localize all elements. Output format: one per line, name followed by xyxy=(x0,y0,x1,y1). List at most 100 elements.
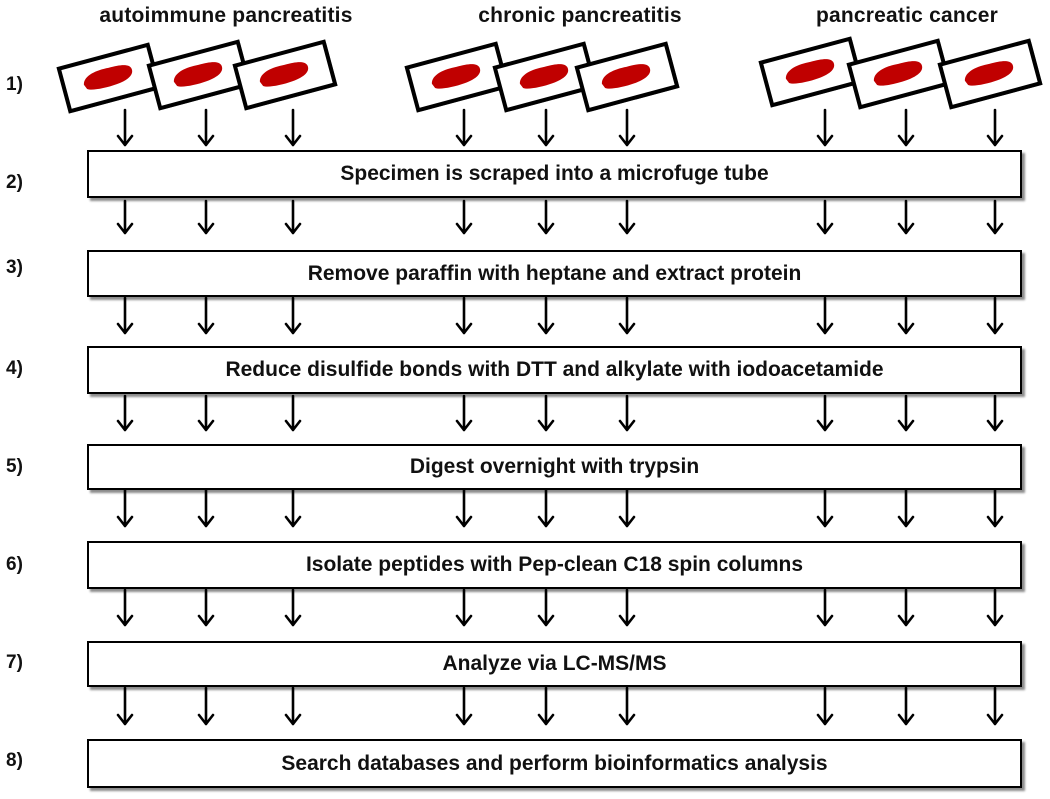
down-arrow-row6-col6 xyxy=(618,588,636,627)
down-arrow-row5-col7 xyxy=(816,488,834,528)
down-arrow-row7-col9 xyxy=(986,686,1004,726)
step-box-8: Search databases and perform bioinformat… xyxy=(87,739,1022,788)
slide-2 xyxy=(146,39,252,111)
down-arrow-row1-col5 xyxy=(537,108,555,147)
down-arrow-row6-col9 xyxy=(986,588,1004,627)
down-arrow-row3-col9 xyxy=(986,296,1004,335)
tissue-sample xyxy=(431,64,481,89)
down-arrow-row7-col1 xyxy=(116,686,134,726)
down-arrow-row5-col6 xyxy=(618,488,636,528)
slide-6 xyxy=(574,41,680,113)
down-arrow-row2-col3 xyxy=(284,199,302,235)
down-arrow-row3-col6 xyxy=(618,296,636,335)
down-arrow-row7-col2 xyxy=(197,686,215,726)
down-arrow-row6-col3 xyxy=(284,588,302,627)
down-arrow-row2-col9 xyxy=(986,199,1004,235)
down-arrow-row2-col6 xyxy=(618,199,636,235)
step-number-4: 4) xyxy=(6,358,23,379)
slide-7 xyxy=(758,36,864,108)
down-arrow-row4-col2 xyxy=(197,394,215,432)
tissue-sample xyxy=(259,62,309,87)
group-label-chronic: chronic pancreatitis xyxy=(478,4,682,27)
down-arrow-row1-col3 xyxy=(284,108,302,147)
down-arrow-row3-col1 xyxy=(116,296,134,335)
down-arrow-row4-col9 xyxy=(986,394,1004,432)
tissue-sample xyxy=(785,59,835,84)
tissue-sample xyxy=(173,62,223,87)
down-arrow-row1-col6 xyxy=(618,108,636,147)
down-arrow-row7-col4 xyxy=(455,686,473,726)
down-arrow-row6-col8 xyxy=(897,588,915,627)
down-arrow-row3-col3 xyxy=(284,296,302,335)
down-arrow-row4-col5 xyxy=(537,394,555,432)
down-arrow-row5-col9 xyxy=(986,488,1004,528)
down-arrow-row2-col4 xyxy=(455,199,473,235)
down-arrow-row3-col4 xyxy=(455,296,473,335)
group-label-cancer: pancreatic cancer xyxy=(815,4,999,27)
down-arrow-row1-col8 xyxy=(897,108,915,147)
tissue-sample xyxy=(873,61,923,86)
down-arrow-row4-col3 xyxy=(284,394,302,432)
down-arrow-row2-col1 xyxy=(116,199,134,235)
step-number-3: 3) xyxy=(6,257,23,278)
down-arrow-row6-col4 xyxy=(455,588,473,627)
down-arrow-row7-col8 xyxy=(897,686,915,726)
step-box-4: Reduce disulfide bonds with DTT and alky… xyxy=(87,346,1022,394)
step-number-6: 6) xyxy=(6,554,23,575)
down-arrow-row2-col7 xyxy=(816,199,834,235)
down-arrow-row1-col7 xyxy=(816,108,834,147)
down-arrow-row7-col5 xyxy=(537,686,555,726)
down-arrow-row6-col5 xyxy=(537,588,555,627)
step-box-5: Digest overnight with trypsin xyxy=(87,444,1022,490)
step-box-3: Remove paraffin with heptane and extract… xyxy=(87,250,1022,297)
step-number-7: 7) xyxy=(6,652,23,673)
step-box-7: Analyze via LC-MS/MS xyxy=(87,641,1022,687)
down-arrow-row3-col5 xyxy=(537,296,555,335)
down-arrow-row3-col2 xyxy=(197,296,215,335)
slide-3 xyxy=(232,39,338,111)
down-arrow-row7-col3 xyxy=(284,686,302,726)
slide-5 xyxy=(492,41,598,113)
down-arrow-row6-col2 xyxy=(197,588,215,627)
down-arrow-row7-col6 xyxy=(618,686,636,726)
down-arrow-row5-col1 xyxy=(116,488,134,528)
down-arrow-row2-col2 xyxy=(197,199,215,235)
group-label-autoimmune: autoimmune pancreatitis xyxy=(99,4,353,27)
down-arrow-row3-col8 xyxy=(897,296,915,335)
down-arrow-row6-col1 xyxy=(116,588,134,627)
down-arrow-row4-col1 xyxy=(116,394,134,432)
step-box-2: Specimen is scraped into a microfuge tub… xyxy=(87,150,1022,198)
slide-9 xyxy=(937,38,1043,110)
down-arrow-row5-col5 xyxy=(537,488,555,528)
tissue-sample xyxy=(601,64,651,89)
tissue-sample xyxy=(83,65,133,90)
slide-4 xyxy=(404,41,510,113)
down-arrow-row5-col3 xyxy=(284,488,302,528)
down-arrow-row6-col7 xyxy=(816,588,834,627)
down-arrow-row1-col9 xyxy=(986,108,1004,147)
down-arrow-row4-col8 xyxy=(897,394,915,432)
down-arrow-row7-col7 xyxy=(816,686,834,726)
step-number-5: 5) xyxy=(6,456,23,477)
step-box-6: Isolate peptides with Pep-clean C18 spin… xyxy=(87,541,1022,589)
down-arrow-row2-col5 xyxy=(537,199,555,235)
tissue-sample xyxy=(519,64,569,89)
down-arrow-row4-col7 xyxy=(816,394,834,432)
down-arrow-row5-col2 xyxy=(197,488,215,528)
down-arrow-row1-col2 xyxy=(197,108,215,147)
step-number-2: 2) xyxy=(6,172,23,193)
down-arrow-row3-col7 xyxy=(816,296,834,335)
down-arrow-row2-col8 xyxy=(897,199,915,235)
down-arrow-row1-col1 xyxy=(116,108,134,147)
step-number-8: 8) xyxy=(6,750,23,771)
down-arrow-row4-col4 xyxy=(455,394,473,432)
down-arrow-row4-col6 xyxy=(618,394,636,432)
slide-1 xyxy=(56,42,162,114)
tissue-sample xyxy=(964,61,1014,86)
slide-8 xyxy=(846,38,952,110)
down-arrow-row5-col8 xyxy=(897,488,915,528)
down-arrow-row1-col4 xyxy=(455,108,473,147)
step-number-1: 1) xyxy=(6,74,23,95)
